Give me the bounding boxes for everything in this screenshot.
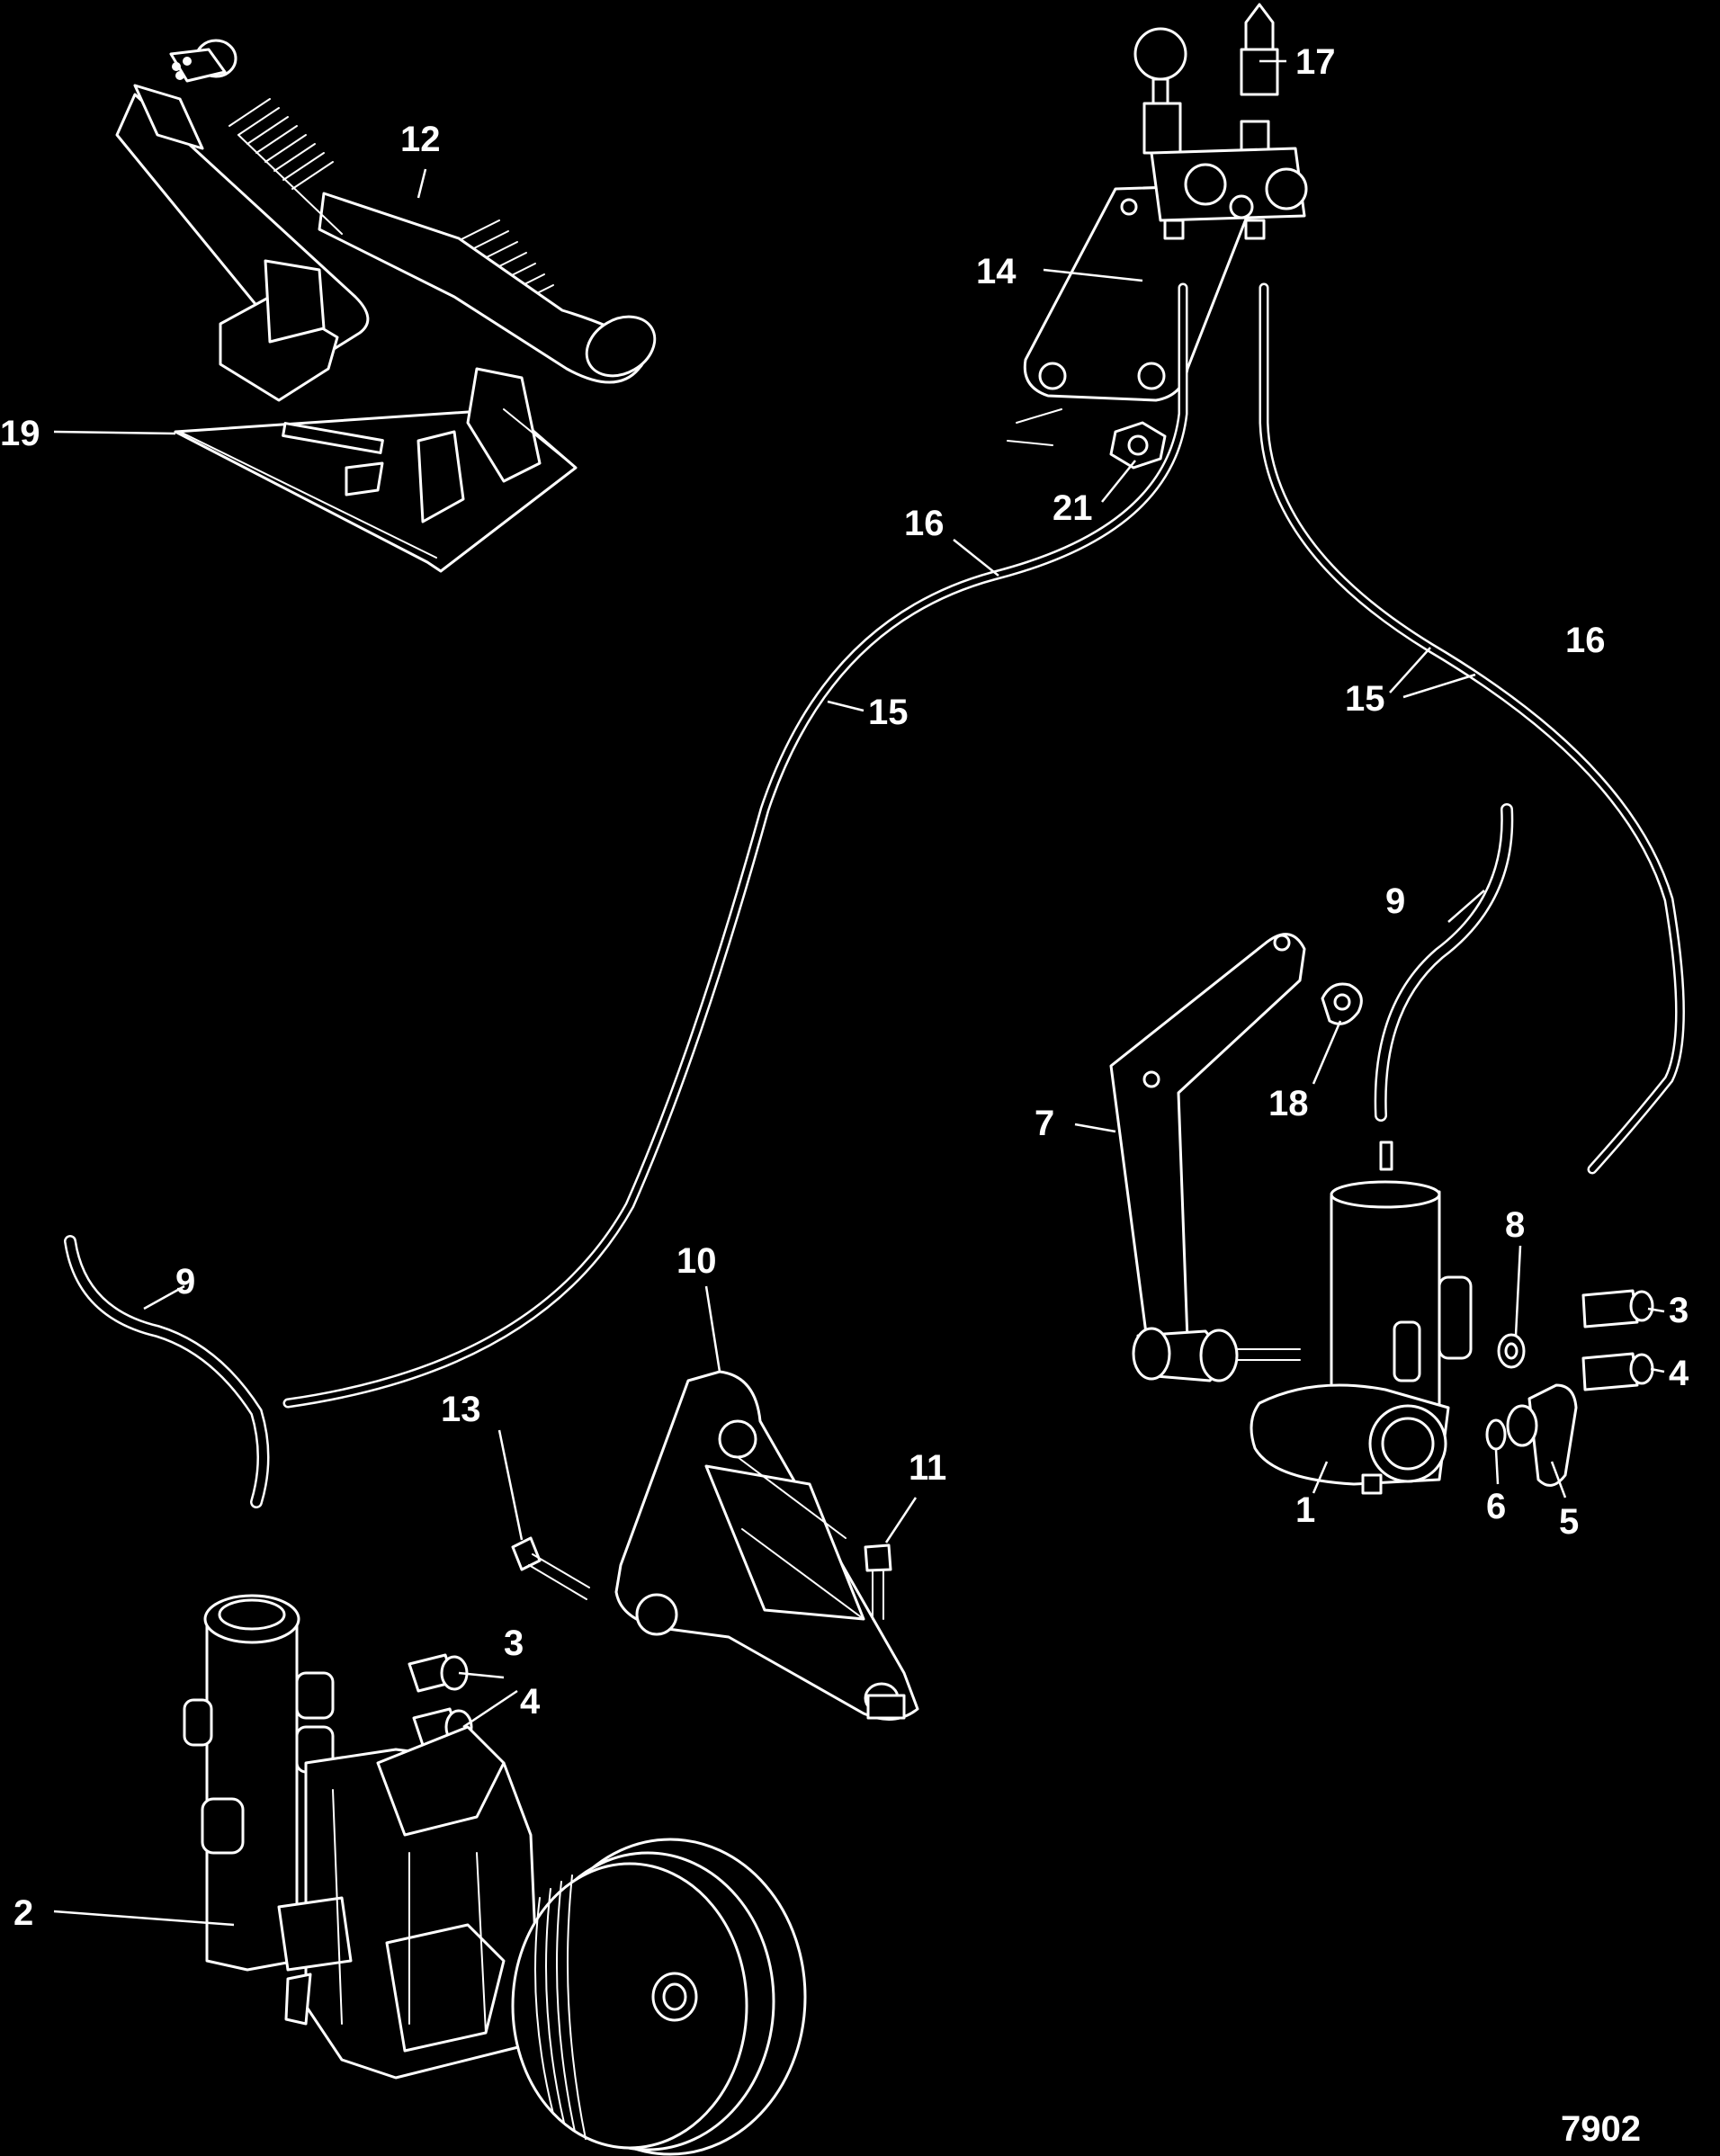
callout-15-left: 15 <box>868 693 909 732</box>
part-2-pump-with-pulley <box>183 1594 807 2156</box>
callout-8: 8 <box>1505 1205 1525 1245</box>
part-8-washer <box>1497 1333 1526 1369</box>
callout-3-right: 3 <box>1669 1291 1689 1330</box>
part-15-16-cable-right <box>1259 282 1685 1175</box>
part-12-handle <box>115 39 657 384</box>
figure-number: 7902 <box>1561 2109 1641 2149</box>
callout-14: 14 <box>976 252 1017 291</box>
callout-5: 5 <box>1559 1502 1579 1542</box>
callout-12: 12 <box>400 120 441 159</box>
part-4-fitting-right <box>1581 1352 1654 1391</box>
callout-6: 6 <box>1486 1487 1506 1526</box>
callout-3-left: 3 <box>504 1624 524 1663</box>
callout-9-right: 9 <box>1385 881 1405 921</box>
part-14-valve-bracket <box>1007 27 1308 446</box>
callout-21: 21 <box>1053 488 1093 528</box>
callout-19: 19 <box>0 414 40 453</box>
part-10-mounting-bracket <box>614 1370 919 1721</box>
part-15-16-cable-left <box>282 282 1188 1409</box>
callout-labels: 12 19 17 14 21 16 15 16 15 9 18 7 8 3 4 … <box>0 42 1689 2149</box>
part-9-hose-right <box>1374 803 1514 1122</box>
part-5-plug <box>1506 1383 1578 1487</box>
callout-18: 18 <box>1268 1084 1309 1123</box>
part-3-fitting-left <box>408 1653 469 1693</box>
callout-9-left: 9 <box>175 1262 195 1302</box>
callout-17: 17 <box>1295 42 1336 82</box>
callout-2: 2 <box>13 1893 33 1933</box>
part-21-nut <box>1109 421 1167 470</box>
part-7-support-arm <box>1109 933 1306 1382</box>
part-1-reservoir <box>1250 1141 1473 1495</box>
part-11-bolt <box>864 1543 892 1620</box>
callout-13: 13 <box>441 1390 481 1429</box>
leader-lines <box>53 59 1665 1927</box>
part-18-nut <box>1321 982 1363 1025</box>
part-6-o-ring <box>1485 1418 1507 1451</box>
part-9-hose-left <box>64 1235 270 1508</box>
callout-4-left: 4 <box>520 1682 541 1722</box>
part-13-bolt <box>511 1536 590 1600</box>
callout-16-right: 16 <box>1565 621 1606 660</box>
part-19-retainer-clip <box>174 259 578 573</box>
callout-11: 11 <box>909 1448 946 1488</box>
part-17-fitting <box>1240 3 1279 96</box>
callout-10: 10 <box>676 1241 717 1281</box>
part-3-fitting-right <box>1581 1289 1654 1328</box>
callout-16-left: 16 <box>904 504 945 543</box>
callout-4-right: 4 <box>1669 1354 1689 1393</box>
callout-1: 1 <box>1295 1490 1315 1530</box>
callout-15-right: 15 <box>1345 679 1385 719</box>
callout-7: 7 <box>1035 1104 1054 1143</box>
